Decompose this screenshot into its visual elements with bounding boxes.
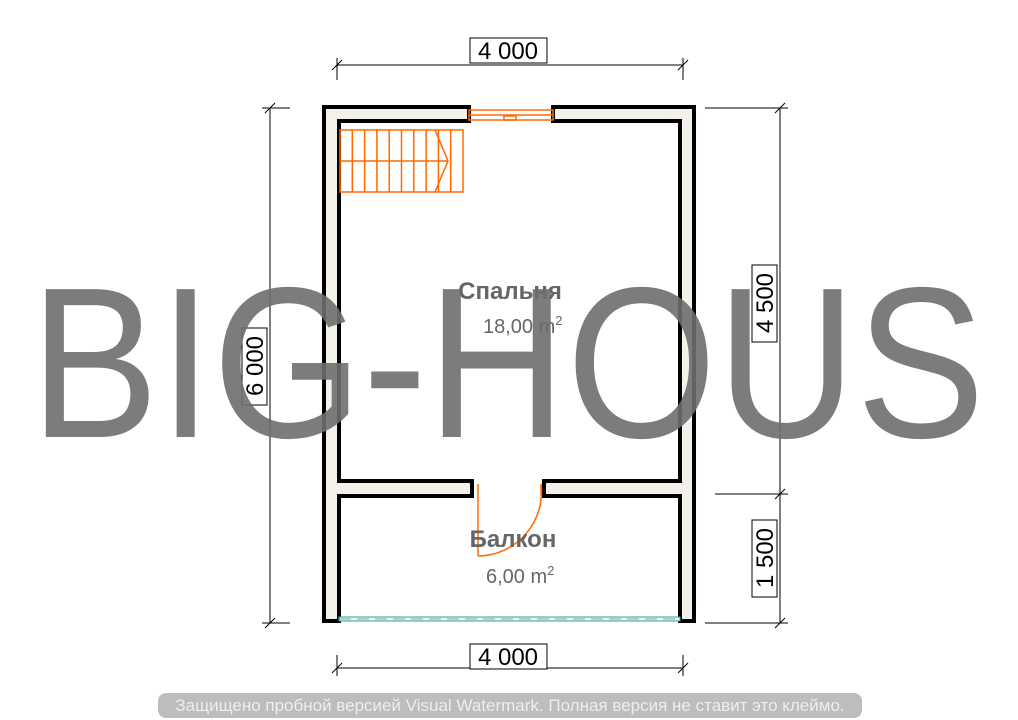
dimension-label: 6 000 [242,336,269,396]
dimension-label: 4 000 [478,38,538,65]
dimension-label: 4 000 [478,644,538,671]
dimension-bottom: 4 000 [331,643,689,676]
window [468,109,554,121]
watermark-text: BIG-HOUS [30,242,985,483]
room-area-bedroom: 18,00 m2 [483,313,563,338]
dimension-top: 4 000 [331,37,689,80]
room-name-bedroom: Спальня [458,278,562,305]
room-area-balcony: 6,00 m2 [486,563,554,588]
room-name-balcony: Балкон [470,526,557,553]
trial-banner: Защищено пробной версией Visual Watermar… [158,693,862,718]
balcony-glazing [338,616,681,622]
dimension-right: 4 500 1 500 [705,102,788,629]
dimension-label: 4 500 [752,273,779,333]
dimension-left: 6 000 [241,102,290,629]
door [477,483,543,557]
dimension-label: 1 500 [752,528,779,588]
staircase [339,129,464,193]
